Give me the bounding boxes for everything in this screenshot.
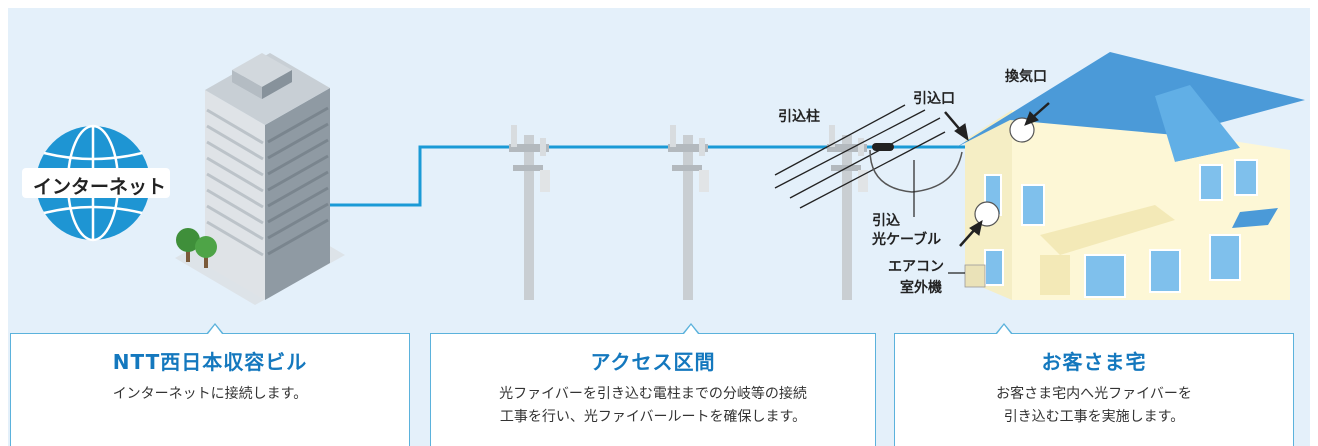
pole-label: 引込柱 [778,109,820,125]
panel-description-line: お客さま宅内へ光ファイバーを [996,386,1192,402]
panel-pointer [682,323,700,334]
power-lines [774,104,946,209]
aircon-label-line1: エアコン [888,259,944,275]
panel-description: 光ファイバーを引き込む電柱までの分岐等の接続工事を行い、光ファイバールートを確保… [431,383,875,429]
globe-icon [22,124,170,242]
panel-description-line: インターネットに接続します。 [112,386,308,402]
ntt-building-icon [175,53,345,305]
cable-closure-icon [872,143,894,151]
panel-pointer [206,323,224,334]
utility-pole-icon [509,125,550,300]
drop-pole-icon [827,125,868,300]
panel-title: アクセス区間 [590,350,716,374]
panel-description: お客さま宅内へ光ファイバーを引き込む工事を実施します。 [895,383,1293,429]
drop-cable-label-line2: 光ケーブル [872,232,942,248]
panel-description-line: 引き込む工事を実施します。 [1003,409,1185,425]
aircon-label-line2: 室外機 [900,280,942,296]
entry-label: 引込口 [913,91,955,107]
panel-description-line: 工事を行い、光ファイバールートを確保します。 [499,409,807,425]
panel-description-line: 光ファイバーを引き込む電柱までの分岐等の接続 [499,386,807,402]
panel-title: NTT西日本収容ビル [112,350,308,374]
panel-customer-home: お客さま宅 お客さま宅内へ光ファイバーを引き込む工事を実施します。 [894,323,1294,446]
panel-pointer [995,323,1013,334]
panel-ntt-building: NTT西日本収容ビル インターネットに接続します。 [10,323,410,446]
utility-pole-icon [668,125,709,300]
drop-cable-line [869,149,963,193]
panel-title: お客さま宅 [1041,350,1147,374]
vent-label: 換気口 [1005,69,1047,85]
drop-cable-label-line1: 引込 [872,213,900,229]
panel-access-section: アクセス区間 光ファイバーを引き込む電柱までの分岐等の接続工事を行い、光ファイバ… [430,323,876,446]
panel-description: インターネットに接続します。 [11,383,409,406]
internet-label: インターネット [33,176,167,198]
house-icon [955,52,1305,300]
callout-arrows [913,102,1050,274]
